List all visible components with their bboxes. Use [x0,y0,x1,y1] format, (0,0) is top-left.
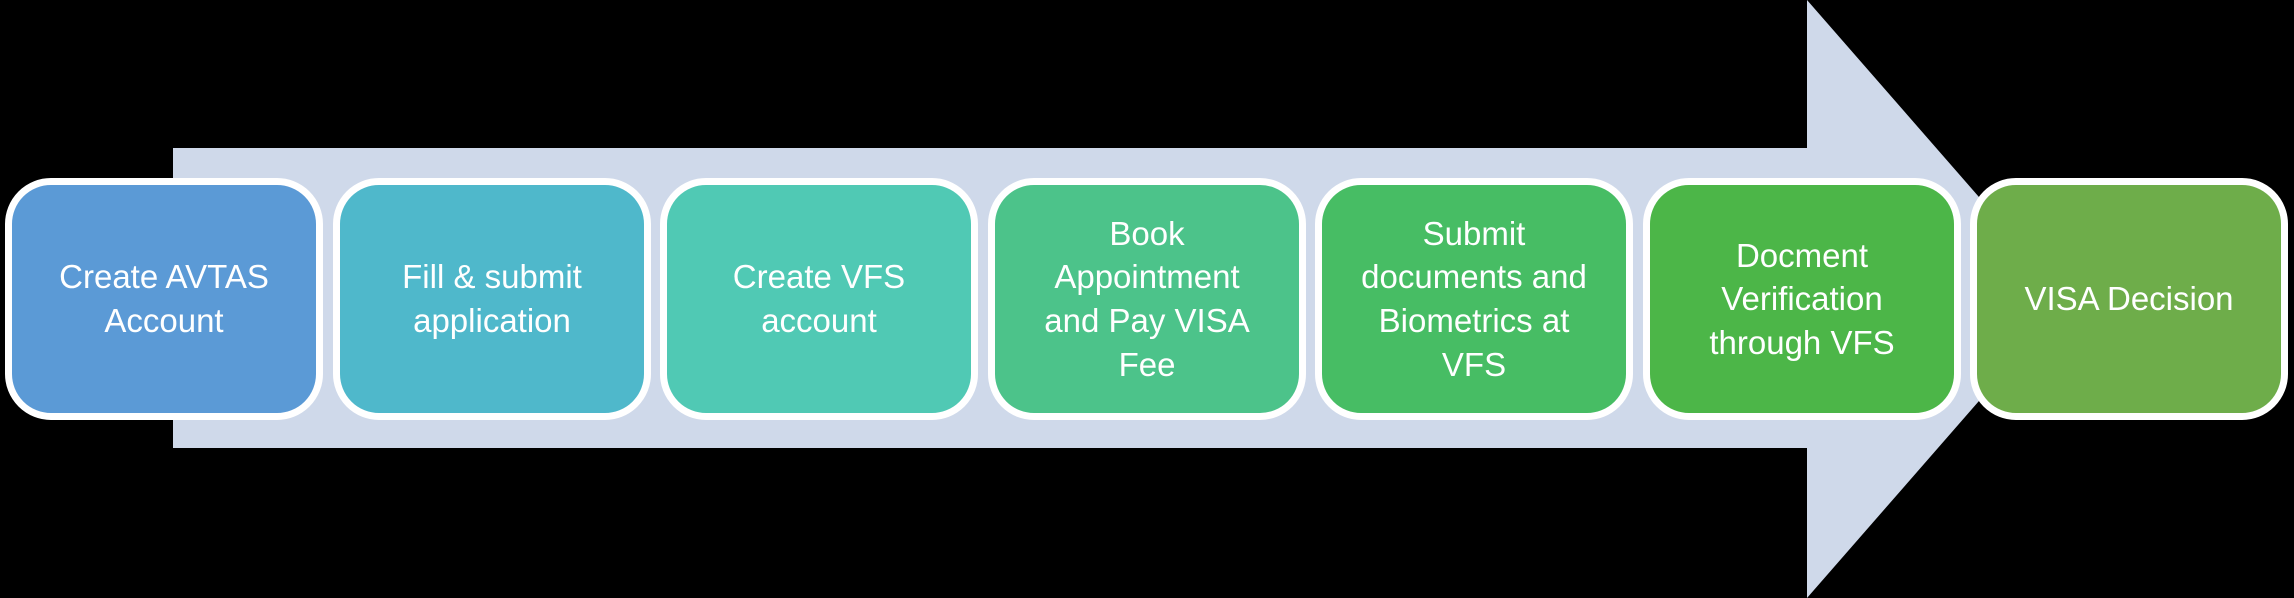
step-label: Fill & submit application [402,258,582,339]
step-box-fill-submit-application: Fill & submit application [333,178,651,420]
step-box-book-appointment-pay-fee: Book Appointment and Pay VISA Fee [988,178,1306,420]
step-label: VISA Decision [2024,280,2234,318]
step-label: Create VFS account [732,258,906,339]
step-box-document-verification: Docment Verification through VFS [1643,178,1961,420]
step-label: Submit documents and Biometrics at VFS [1361,214,1587,383]
step-label: Create AVTAS Account [59,258,269,339]
step-box-create-vfs-account: Create VFS account [660,178,978,420]
step-box-visa-decision: VISA Decision [1970,178,2288,420]
step-box-create-avtas-account: Create AVTAS Account [5,178,323,420]
step-box-submit-documents-biometrics: Submit documents and Biometrics at VFS [1315,178,1633,420]
step-label: Book Appointment and Pay VISA Fee [1044,214,1250,383]
step-label: Docment Verification through VFS [1709,236,1895,361]
